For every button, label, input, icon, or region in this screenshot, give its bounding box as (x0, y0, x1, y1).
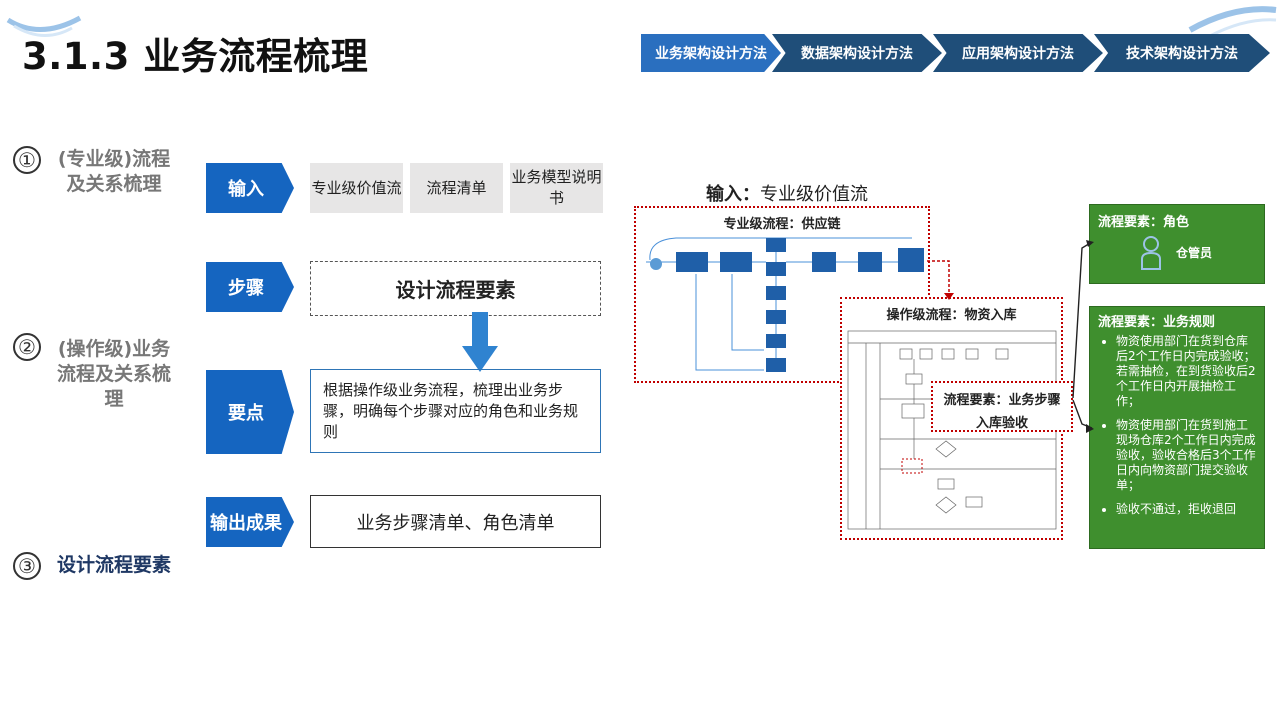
role-box: 流程要素：角色 仓管员 (1089, 204, 1265, 284)
diagram-input-prefix: 输入： (706, 184, 760, 205)
rule-item: 物资使用部门在货到施工现场仓库2个工作日内完成验收，验收合格后3个工作日内向物资… (1116, 418, 1256, 493)
role-value: 仓管员 (1176, 246, 1213, 260)
output-label: 输出成果 (206, 497, 294, 547)
element-connector-arrows (1072, 240, 1094, 433)
rules-list: 物资使用部门在货到仓库后2个工作日内完成验收；若需抽检，在到货验收后2个工作日内… (1098, 334, 1256, 517)
step-label: 步骤 (206, 262, 294, 312)
supply-chain-thumbnail (646, 237, 924, 372)
process-element-step: 流程要素：业务步骤 入库验收 (931, 381, 1073, 432)
step-label-3: 设计流程要素 (56, 554, 171, 576)
rule-item: 物资使用部门在货到仓库后2个工作日内完成验收；若需抽检，在到货验收后2个工作日内… (1116, 334, 1256, 409)
step-box: 设计流程要素 (310, 261, 601, 316)
connector-arrow (927, 260, 954, 300)
rules-title: 流程要素：业务规则 (1098, 315, 1216, 330)
rule-item: 验收不通过，拒收退回 (1116, 502, 1256, 517)
supply-chain-title: 专业级流程：供应链 (723, 217, 841, 232)
diagram-input-value: 专业级价值流 (760, 184, 868, 205)
step-number-1: ① (13, 146, 41, 174)
input-label: 输入 (206, 163, 294, 213)
step-number-2: ② (13, 333, 41, 361)
step-label-2: (操作级)业务流程及关系梳理 (56, 338, 171, 410)
down-arrow-icon (462, 312, 498, 372)
rules-box: 流程要素：业务规则 物资使用部门在货到仓库后2个工作日内完成验收；若需抽检，在到… (1089, 306, 1265, 549)
input-item-2: 流程清单 (410, 163, 503, 213)
warehouse-title: 操作级流程：物资入库 (886, 308, 1017, 323)
person-icon (1141, 236, 1161, 270)
role-title: 流程要素：角色 (1098, 215, 1190, 230)
element-title: 流程要素：业务步骤 (943, 393, 1061, 408)
corner-swoosh-right (1188, 6, 1277, 38)
warehouse-thumbnail (847, 330, 1057, 530)
input-item-3: 业务模型说明书 (510, 163, 603, 213)
diagram-input-title: 输入：专业级价值流 (706, 180, 868, 206)
step-number-3: ③ (13, 552, 41, 580)
key-label: 要点 (206, 370, 294, 454)
input-item-1: 专业级价值流 (310, 163, 403, 213)
key-box: 根据操作级业务流程，梳理出业务步骤，明确每个步骤对应的角色和业务规则 (310, 369, 601, 453)
nav-tab-app-arch[interactable]: 应用架构设计方法 (933, 34, 1103, 72)
nav-tab-tech-arch[interactable]: 技术架构设计方法 (1094, 34, 1270, 72)
page-title: 3.1.3 业务流程梳理 (22, 35, 369, 78)
nav-tab-business-arch[interactable]: 业务架构设计方法 (641, 34, 781, 72)
corner-swoosh-left (6, 15, 82, 38)
step-label-1: (专业级)流程及关系梳理 (57, 148, 171, 195)
nav-tab-data-arch[interactable]: 数据架构设计方法 (772, 34, 942, 72)
output-box: 业务步骤清单、角色清单 (310, 495, 601, 548)
element-value: 入库验收 (975, 416, 1028, 431)
